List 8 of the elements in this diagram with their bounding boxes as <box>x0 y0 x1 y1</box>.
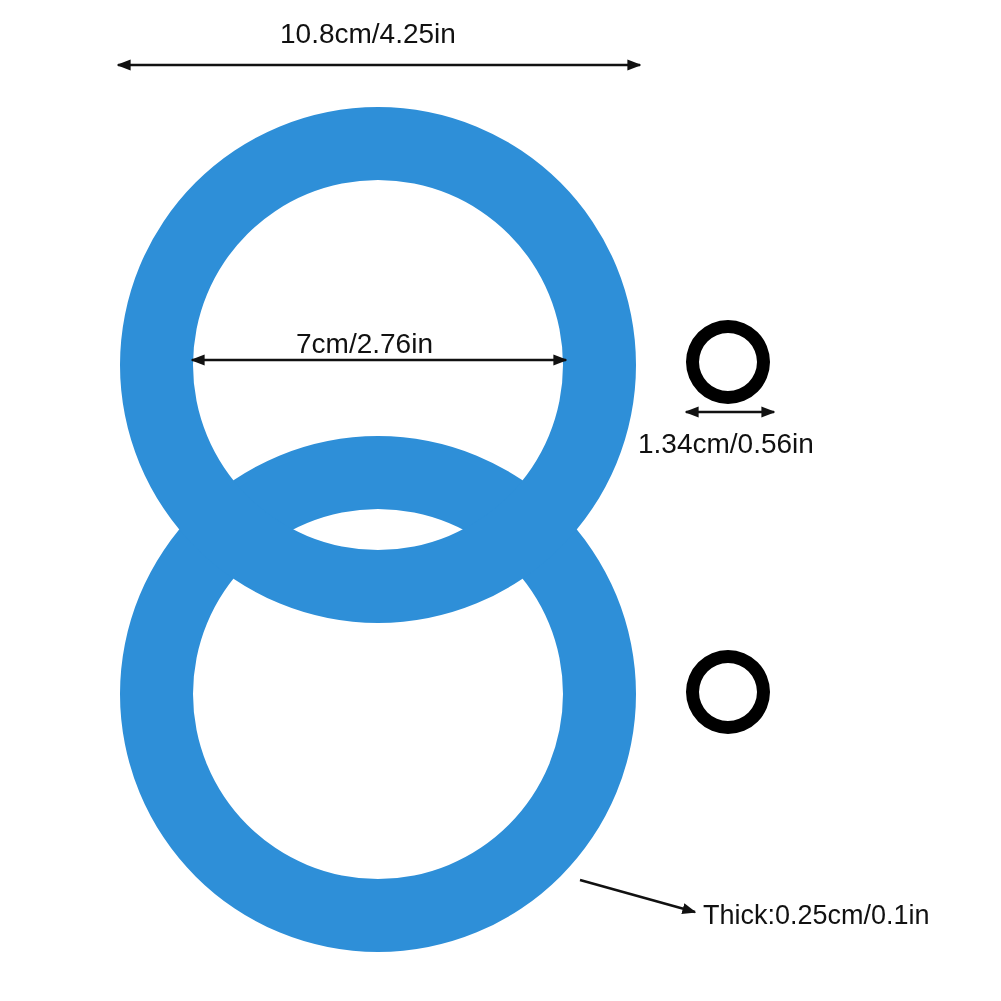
dimension-label: 1.34cm/0.56in <box>638 430 814 458</box>
callout-text: Thick:0.25cm/0.1in <box>703 902 930 929</box>
dimension-label: 7cm/2.76in <box>296 330 433 358</box>
leader-line <box>579 878 697 914</box>
o-ring <box>686 650 770 734</box>
o-ring <box>686 320 770 404</box>
dimension-label: 10.8cm/4.25in <box>280 20 456 48</box>
gasket-ring <box>120 107 636 623</box>
